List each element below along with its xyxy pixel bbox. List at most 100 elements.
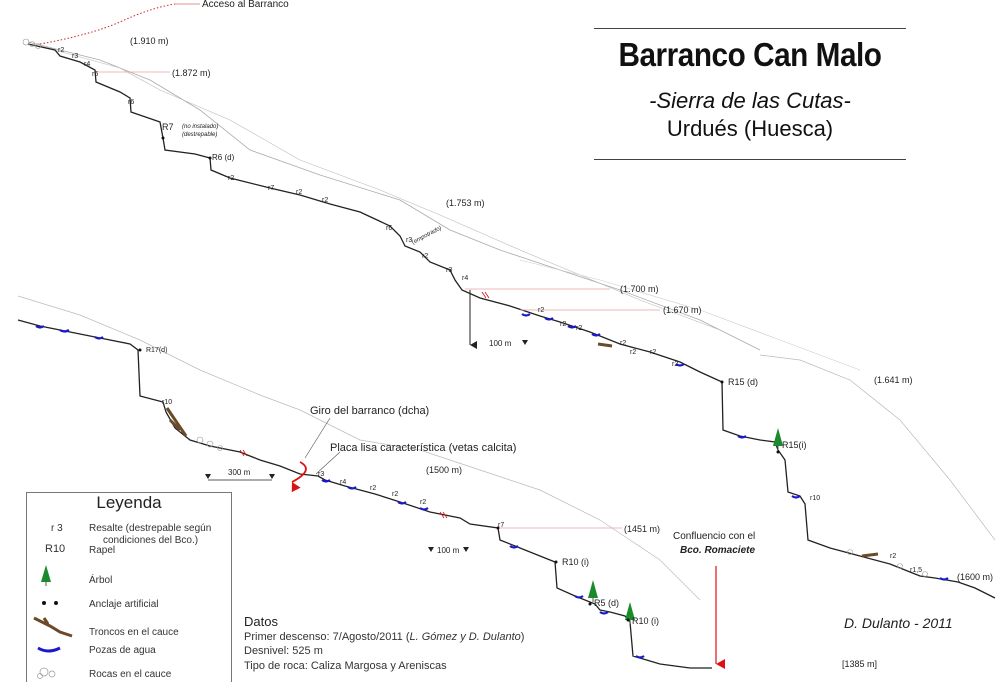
resalte-g: r7 — [268, 185, 274, 192]
scale-tick-b2 — [463, 547, 469, 552]
resalte-x: r2 — [370, 485, 376, 492]
resalte-k: r3 — [406, 237, 412, 244]
resalte-r10: r10 — [162, 399, 172, 406]
profile-lower — [17, 319, 712, 669]
altitude-1700: (1.700 m) — [620, 284, 659, 294]
resalte-i: r2 — [322, 197, 328, 204]
r7-note-2: (destrepable) — [182, 132, 217, 138]
resalte-b: r3 — [72, 53, 78, 60]
rappel-r10i-a: R10 (i) — [562, 557, 589, 567]
terrain-upper — [27, 41, 761, 351]
rappel-r10i-b: R10 (i) — [632, 616, 659, 626]
legend-rapel: Rapel — [89, 545, 116, 556]
legend-rapel-symbol: R10 — [45, 543, 66, 555]
title-block: Barranco Can Malo -Sierra de las Cutas- … — [594, 28, 906, 160]
altitude-1872: (1.872 m) — [172, 68, 211, 78]
scale-tick-300l — [205, 474, 211, 479]
datos-line-2: Desnivel: 525 m — [244, 645, 323, 657]
placa-label: Placa lisa característica (vetas calcita… — [330, 442, 516, 454]
scale-tick-b1 — [428, 547, 434, 552]
author-credit: D. Dulanto - 2011 — [844, 615, 953, 631]
resalte-j: r6 — [386, 225, 392, 232]
legend-pozas: Pozas de agua — [89, 645, 156, 656]
profile-right — [721, 381, 996, 599]
resalte-r: r2 — [620, 340, 626, 347]
legend-troncos: Troncos en el cauce — [89, 627, 179, 638]
rappel-r17d: R17(d) — [146, 347, 167, 354]
pools — [35, 313, 949, 659]
location: Urdués (Huesca) — [666, 116, 834, 141]
resalte-v: r3 — [318, 471, 324, 478]
resalte-cc: r1,5 — [910, 567, 922, 574]
legend-resalte-2: condiciones del Bco.) — [103, 535, 199, 546]
legend-arbol: Árbol — [89, 575, 113, 586]
r7-note-1: (no instalado) — [182, 124, 218, 130]
resalte-w: r4 — [340, 479, 346, 486]
datos-line-1: Primer descenso: 7/Agosto/2011 (L. Gómez… — [244, 630, 524, 645]
altitude-1641: (1.641 m) — [874, 375, 913, 385]
confluencia-label-2: Bco. Romaciete — [680, 545, 755, 556]
resalte-t: r2 — [650, 349, 656, 356]
datos-line-1-names: L. Gómez y D. Dulanto — [409, 630, 521, 643]
datos-line-3: Tipo de roca: Caliza Margosa y Areniscas — [244, 659, 447, 672]
resalte-c: r4 — [84, 61, 90, 68]
legend-resalte-symbol: r 3 — [51, 523, 63, 534]
main-title: Barranco Can Malo — [618, 36, 882, 73]
red-marks — [239, 291, 490, 519]
access-path — [39, 3, 176, 45]
leader-lines — [96, 71, 660, 529]
rappel-r15d: R15 (d) — [728, 377, 758, 387]
resalte-l: r2 — [422, 253, 428, 260]
terrain-right — [759, 354, 996, 541]
datos-heading: Datos — [244, 614, 278, 629]
resalte-s: r2 — [630, 349, 636, 356]
altitude-1753: (1.753 m) — [446, 198, 485, 208]
resalte-q: r2 — [576, 325, 582, 332]
altitude-1600: (1600 m) — [957, 572, 993, 582]
datos-line-1-prefix: Primer descenso: 7/Agosto/2011 ( — [244, 630, 410, 643]
resalte-h: r2 — [296, 189, 302, 196]
scale-100a-label: 100 m — [489, 339, 512, 348]
scale-tick-300r — [269, 474, 275, 479]
access-label: Acceso al Barranco — [202, 0, 289, 10]
resalte-y: r2 — [392, 491, 398, 498]
rappel-r7: R7 — [162, 122, 174, 132]
resalte-emp: (empotrado) — [411, 225, 443, 246]
legend-title: Leyenda — [96, 493, 162, 512]
rappel-r5d: R5 (d) — [594, 598, 619, 608]
scale-300-label: 300 m — [228, 468, 251, 477]
resalte-a: r2 — [58, 47, 64, 54]
giro-arrow — [291, 461, 307, 493]
resalte-m: r3 — [446, 267, 452, 274]
resalte-p: r2 — [560, 321, 566, 328]
altitude-1670: (1.670 m) — [663, 305, 702, 315]
scale-tick-a — [522, 340, 528, 345]
resalte-n: r4 — [462, 275, 468, 282]
placa-leader — [315, 451, 341, 475]
datos-line-1-suffix: ) — [520, 630, 525, 643]
legend-rocas: Rocas en el cauce — [89, 669, 172, 680]
giro-leader — [304, 417, 331, 459]
confluencia-label-1: Confluencio con el — [673, 531, 755, 542]
datos-block: Datos Primer descenso: 7/Agosto/2011 (L.… — [244, 614, 524, 673]
resalte-u: r2 — [672, 361, 678, 368]
resalte-e: r6 — [128, 99, 134, 106]
resalte-aa: r7 — [498, 522, 504, 529]
resalte-o: r2 — [538, 307, 544, 314]
rappel-r15i: R15(i) — [782, 440, 807, 450]
resalte-f: r2 — [228, 175, 234, 182]
altitude-1910: (1.910 m) — [130, 36, 169, 46]
rappel-r6: R6 (d) — [212, 153, 235, 162]
profile-upper — [27, 43, 723, 383]
resalte-d: r5 — [92, 71, 98, 78]
scale-100b-label: 100 m — [437, 546, 460, 555]
subtitle: -Sierra de las Cutas- — [649, 88, 851, 113]
altitude-1451: (1451 m) — [624, 524, 660, 534]
resalte-bb: r2 — [890, 553, 896, 560]
resalte-z: r2 — [420, 499, 426, 506]
legend-anclaje: Anclaje artificial — [89, 599, 159, 610]
terrain-right-2 — [519, 259, 861, 371]
legend-resalte-1: Resalte (destrepable según — [89, 523, 212, 534]
